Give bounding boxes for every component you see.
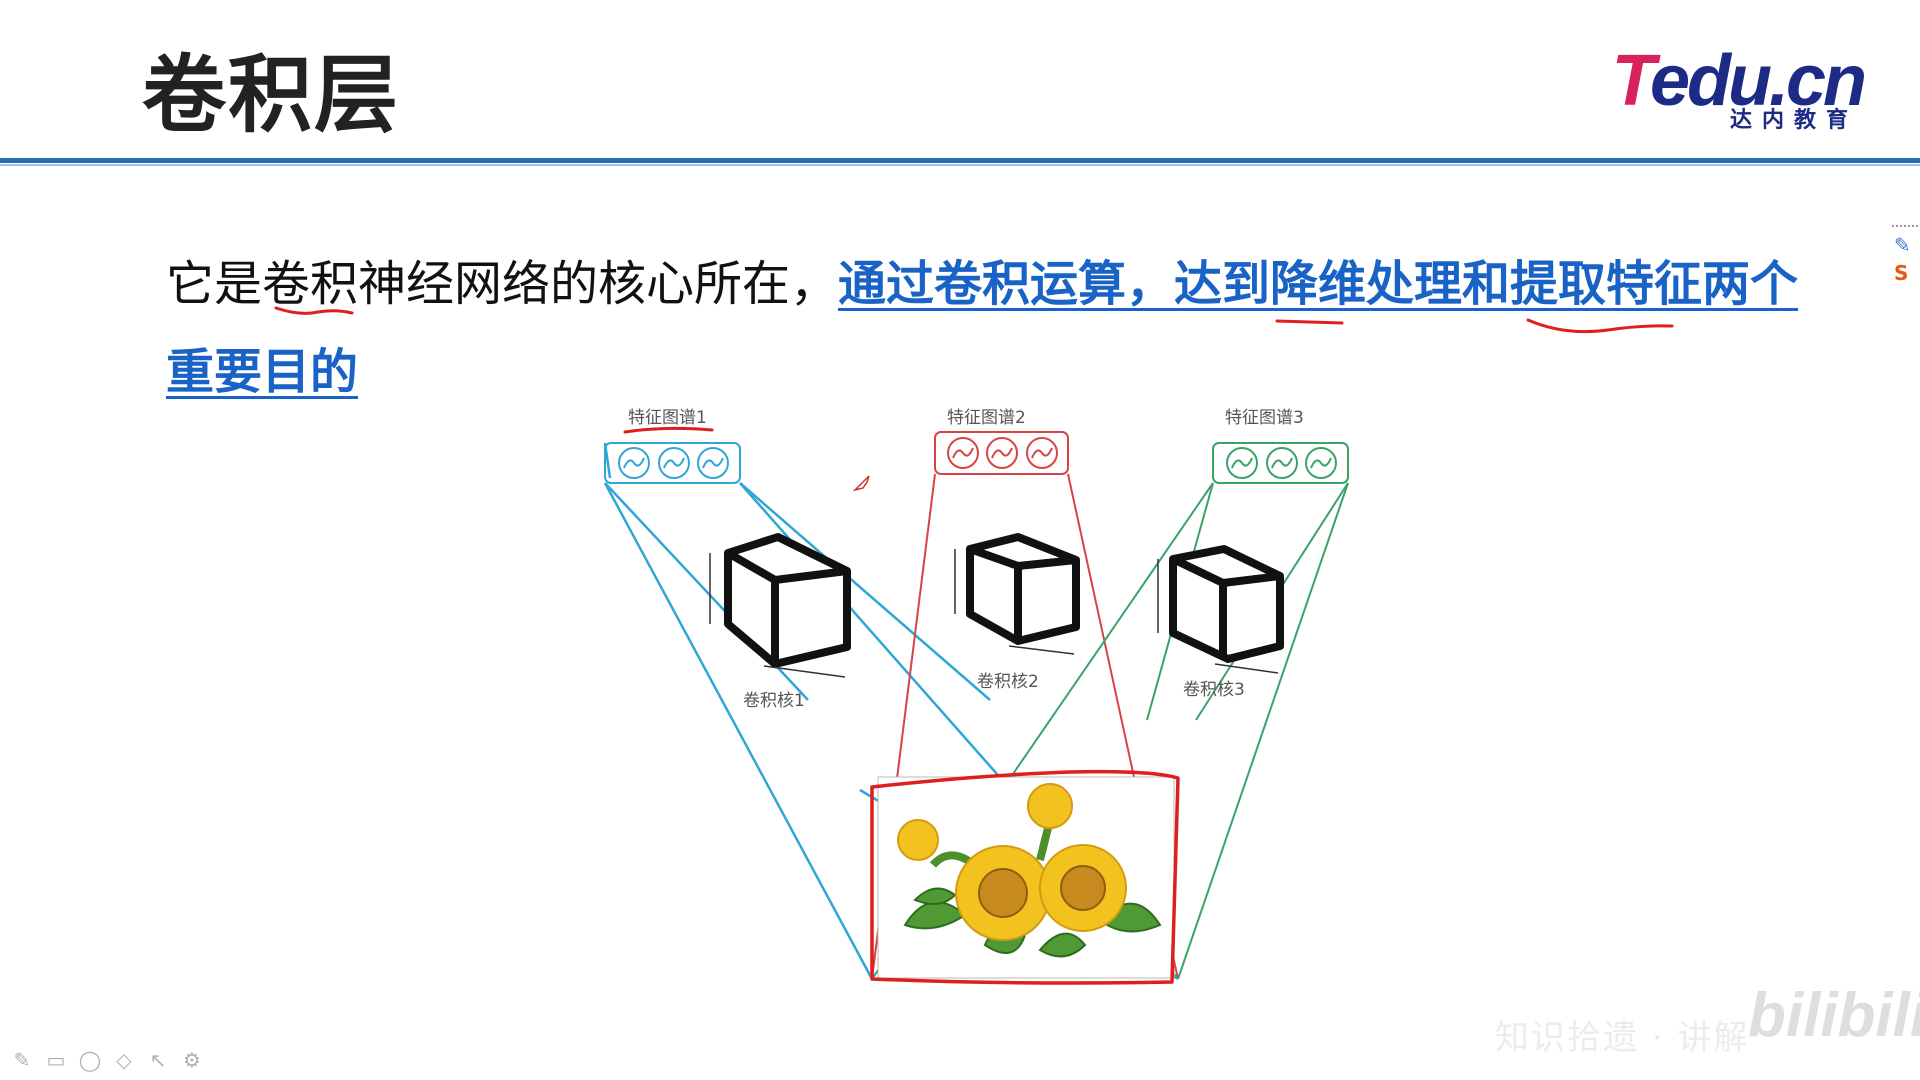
ellipse-icon[interactable]: ◯ [78,1048,102,1072]
kernel-1-label: 卷积核1 [743,691,805,711]
sogou-input-icon[interactable]: ✎ [1894,233,1911,257]
settings-icon[interactable]: ⚙ [183,1048,201,1072]
bilibili-logo: bilibili [1748,981,1920,1050]
feature-map-3 [1212,442,1349,484]
header-divider [0,158,1920,163]
video-watermark-text: 知识拾遗 · 讲解 [1495,1018,1750,1058]
toolbar-handle[interactable] [1892,225,1918,227]
logo-wordmark: Tedu.cn [1611,40,1867,122]
kernel-3-dimension-arrows [1157,559,1279,674]
pointer-icon[interactable]: ↖ [149,1048,167,1072]
kernel-3-cube [1169,545,1284,663]
definition-sentence: 它是卷积神经网络的核心所在，通过卷积运算，达到降维处理和提取特征两个重要目的 [166,240,1806,416]
feature-map-1-label-underline [623,426,714,434]
kernel-2-cube [966,533,1080,645]
slide-title: 卷积层 [142,46,401,144]
header-divider-thin [0,164,1920,166]
sogou-s-icon[interactable]: S [1894,261,1909,285]
logo-letters-rest: edu.cn [1649,41,1867,121]
kernel-3-label: 卷积核3 [1183,680,1245,700]
kernel-2-label: 卷积核2 [977,672,1039,692]
mouse-cursor-icon [852,475,870,492]
right-side-toolbar[interactable]: ✎ S [1892,225,1918,305]
kernel-1-dimension-arrows [709,553,846,678]
presentation-toolbar: ✎ ▭ ◯ ◇ ↖ ⚙ [10,1048,204,1072]
feature-map-2 [934,431,1069,475]
kernel-1-cube [724,533,851,668]
feature-map-1 [604,442,741,484]
definition-plain: 它是卷积神经网络的核心所在， [166,256,839,312]
tedu-logo: Tedu.cn 达内教育 [1594,40,1867,140]
feature-map-3-label: 特征图谱3 [1225,408,1304,428]
sunflower-image [877,776,1175,979]
kernel-2-dimension-arrows [954,549,1075,655]
screen-icon[interactable]: ▭ [46,1048,66,1072]
image-region-annotation-box [870,769,1180,985]
eraser-icon[interactable]: ◇ [116,1048,132,1072]
pen-icon[interactable]: ✎ [13,1048,31,1072]
feature-map-1-label: 特征图谱1 [628,408,707,428]
feature-map-2-label: 特征图谱2 [947,408,1026,428]
logo-subtitle: 达内教育 [1729,108,1858,133]
definition-emphasis: 通过卷积运算，达到降维处理和提取特征两个重要目的 [166,256,1799,400]
logo-letter-t: T [1611,41,1653,121]
